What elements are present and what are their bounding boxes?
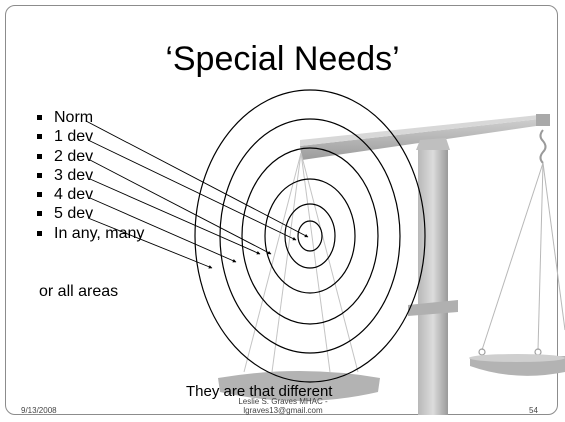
left-pan bbox=[218, 371, 380, 401]
bullet-square-icon bbox=[37, 192, 42, 198]
arrow-5-dev bbox=[87, 217, 213, 269]
footer-date: 9/13/2008 bbox=[21, 406, 57, 415]
scale-beam-top bbox=[300, 114, 548, 146]
bullet-square-icon bbox=[37, 115, 42, 120]
ring-5-dev bbox=[194, 89, 426, 383]
bullet-item: Norm bbox=[37, 108, 144, 127]
right-pan-string bbox=[537, 162, 544, 351]
scale-post-top bbox=[416, 138, 450, 150]
right-pan-string bbox=[542, 162, 565, 331]
left-pan-string bbox=[271, 152, 302, 373]
left-pan-string bbox=[300, 152, 331, 373]
arrow-2-dev bbox=[89, 159, 272, 255]
right-pan-rim bbox=[469, 354, 565, 362]
bullet-square-icon bbox=[37, 230, 42, 236]
bullet-square-icon bbox=[37, 134, 42, 140]
bullet-label: 3 dev bbox=[54, 166, 94, 184]
bullet-label: 5 dev bbox=[54, 205, 94, 223]
scale-crossbar bbox=[408, 300, 458, 316]
right-pan-string bbox=[481, 162, 544, 351]
bullet-label: In any, many bbox=[54, 224, 145, 242]
arrow-4-dev bbox=[89, 197, 237, 263]
scale-beam bbox=[300, 118, 550, 160]
deviation-arrows bbox=[85, 120, 309, 269]
bullet-label: 1 dev bbox=[54, 128, 94, 146]
deviation-bullet-list: Norm 1 dev 2 dev 3 dev 4 dev 5 dev In an… bbox=[37, 108, 144, 243]
bullet-label: 2 dev bbox=[54, 147, 94, 165]
slide-title: ‘Special Needs’ bbox=[165, 40, 400, 78]
bullet-continuation: or all areas bbox=[39, 283, 119, 300]
bullet-square-icon bbox=[37, 153, 42, 159]
footer-author-name: Leslie S. Graves MHAC - bbox=[238, 397, 328, 406]
footer-author: Leslie S. Graves MHAC - lgraves13@gmail.… bbox=[215, 397, 351, 415]
arrow-3-dev bbox=[89, 178, 261, 255]
scale-beam-cap bbox=[536, 114, 550, 126]
bullet-label: Norm bbox=[54, 109, 94, 126]
bullet-item: 4 dev bbox=[37, 185, 144, 204]
right-pan-ring bbox=[478, 348, 486, 356]
bullet-item: 2 dev bbox=[37, 147, 144, 166]
left-pan-string bbox=[300, 152, 359, 373]
bullet-square-icon bbox=[37, 172, 42, 178]
arrow-norm bbox=[85, 120, 309, 238]
ring-norm bbox=[297, 220, 323, 252]
bullet-item: In any, many bbox=[37, 224, 144, 243]
bullet-item: 3 dev bbox=[37, 166, 144, 185]
scales-of-justice-image bbox=[218, 114, 565, 415]
left-pan-string bbox=[243, 152, 302, 373]
ring-1-dev bbox=[284, 203, 336, 269]
ring-2-dev bbox=[264, 178, 356, 294]
slide-caption: They are that different bbox=[186, 383, 333, 400]
scale-post bbox=[418, 150, 448, 415]
bullet-item: 1 dev bbox=[37, 127, 144, 146]
scale-chain bbox=[539, 129, 547, 164]
ring-3-dev bbox=[241, 147, 379, 325]
bullet-item: 5 dev bbox=[37, 204, 144, 223]
arrow-1-dev bbox=[87, 139, 297, 241]
footer-page-number: 54 bbox=[529, 406, 538, 415]
slide-border bbox=[5, 5, 558, 415]
bullet-label: 4 dev bbox=[54, 186, 94, 204]
footer-author-email: lgraves13@gmail.com bbox=[243, 406, 323, 415]
bullet-square-icon bbox=[37, 211, 42, 217]
